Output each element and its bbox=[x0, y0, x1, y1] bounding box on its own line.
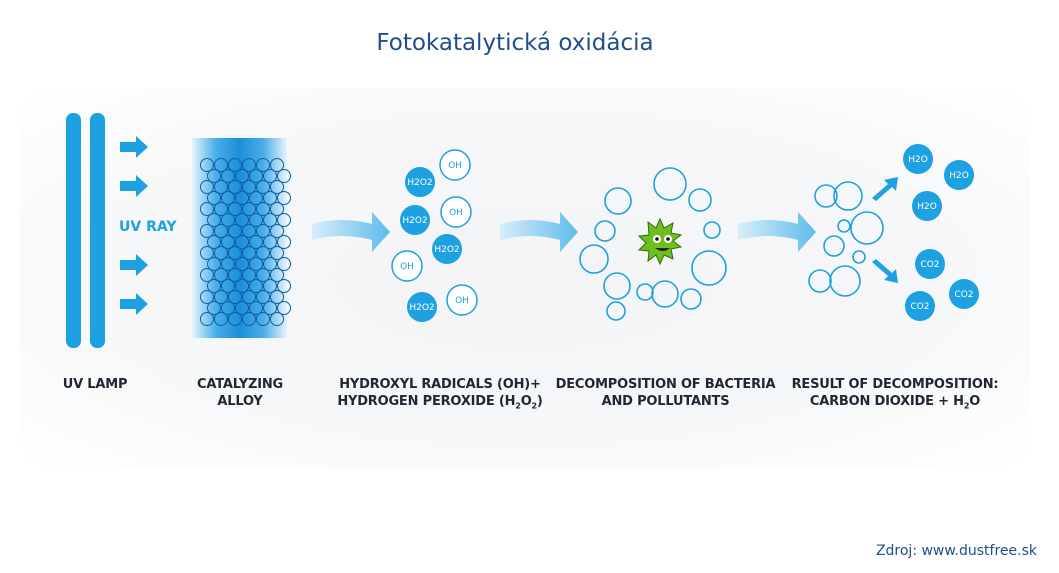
svg-text:OH: OH bbox=[449, 208, 463, 218]
arrow-to-result bbox=[738, 212, 816, 252]
decomposition-group bbox=[579, 167, 727, 321]
svg-text:H2O2: H2O2 bbox=[409, 303, 434, 313]
co2-molecule: CO2 bbox=[915, 249, 945, 279]
result-group: H2O H2O H2O CO2 CO2 CO2 bbox=[808, 144, 979, 321]
h2o-molecule: H2O bbox=[912, 191, 942, 221]
catalyzing-alloy bbox=[192, 138, 291, 338]
svg-text:OH: OH bbox=[448, 161, 462, 171]
co2-molecule: CO2 bbox=[905, 291, 935, 321]
h2o2-molecule: H2O2 bbox=[432, 234, 462, 264]
co2-molecule: CO2 bbox=[949, 279, 979, 309]
h2o-molecule: H2O bbox=[944, 160, 974, 190]
result-label: RESULT OF DECOMPOSITION: CARBON DIOXIDE … bbox=[791, 377, 999, 411]
svg-text:CO2: CO2 bbox=[910, 302, 929, 312]
h2o2-molecule: H2O2 bbox=[405, 167, 435, 197]
svg-text:OH: OH bbox=[455, 296, 469, 306]
h2o2-molecule: H2O2 bbox=[400, 205, 430, 235]
h2o2-molecule: H2O2 bbox=[407, 292, 437, 322]
arrow-to-radicals bbox=[312, 212, 390, 252]
uv-lamp-label: UV LAMP bbox=[62, 377, 128, 392]
catalyzing-alloy-label: CATALYZING ALLOY bbox=[197, 377, 283, 409]
svg-text:H2O2: H2O2 bbox=[407, 178, 432, 188]
diagram-panel bbox=[20, 88, 1030, 468]
uv-ray-arrows bbox=[120, 136, 148, 315]
arrow-down-icon bbox=[872, 259, 898, 283]
process-arrows bbox=[312, 212, 816, 252]
svg-text:CO2: CO2 bbox=[920, 260, 939, 270]
source-credit: Zdroj: www.dustfree.sk bbox=[875, 543, 1037, 559]
svg-text:OH: OH bbox=[400, 262, 414, 272]
radicals-group: H2O2 OH H2O2 OH H2O2 OH H2O2 OH bbox=[391, 149, 478, 322]
svg-text:H2O: H2O bbox=[908, 155, 928, 165]
svg-text:H2O: H2O bbox=[949, 171, 969, 181]
oh-molecule: OH bbox=[391, 250, 423, 282]
arrow-up-icon bbox=[872, 177, 898, 201]
page-title: Fotokatalytická oxidácia bbox=[376, 30, 654, 56]
hydroxyl-radicals-label: HYDROXYL RADICALS (OH)+ HYDROGEN PEROXID… bbox=[337, 377, 543, 411]
svg-text:CO2: CO2 bbox=[954, 290, 973, 300]
uv-ray-label: UV RAY bbox=[119, 219, 177, 235]
svg-text:H2O2: H2O2 bbox=[402, 216, 427, 226]
arrow-to-decomposition bbox=[500, 212, 578, 252]
h2o-molecule: H2O bbox=[903, 144, 933, 174]
oh-molecule: OH bbox=[446, 284, 478, 316]
decomposition-label: DECOMPOSITION OF BACTERIA AND POLLUTANTS bbox=[555, 377, 776, 409]
uv-lamp bbox=[66, 113, 105, 348]
svg-text:H2O: H2O bbox=[917, 202, 937, 212]
oh-molecule: OH bbox=[440, 196, 472, 228]
svg-text:H2O2: H2O2 bbox=[434, 245, 459, 255]
oh-molecule: OH bbox=[439, 149, 471, 181]
bacteria-icon bbox=[637, 217, 683, 266]
